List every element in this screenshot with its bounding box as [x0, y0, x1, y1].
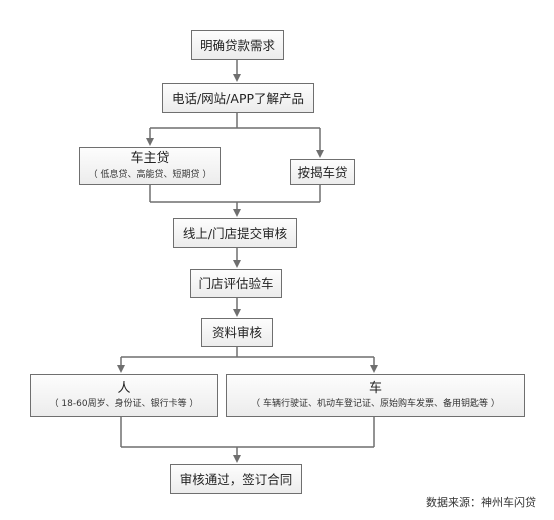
node-learn-product: 电话/网站/APP了解产品 — [162, 83, 314, 113]
node-label: 车 — [368, 380, 382, 396]
node-person-requirements: 人 （ 18-60周岁、身份证、银行卡等 ） — [30, 374, 218, 417]
node-car-requirements: 车 （ 车辆行驶证、机动车登记证、原始购车发票、备用钥匙等 ） — [226, 374, 525, 417]
node-label: 线上/门店提交审核 — [182, 225, 288, 241]
node-document-review: 资料审核 — [201, 318, 273, 347]
node-store-inspection: 门店评估验车 — [190, 269, 282, 298]
node-label: 电话/网站/APP了解产品 — [171, 90, 305, 106]
node-owner-loan: 车主贷 （ 低息贷、高能贷、短期贷 ） — [79, 147, 221, 185]
data-source-note: 数据来源：神州车闪贷 — [426, 496, 536, 509]
node-submit-review: 线上/门店提交审核 — [173, 218, 297, 248]
node-label: 明确贷款需求 — [199, 37, 275, 53]
node-detail: （ 低息贷、高能贷、短期贷 ） — [88, 169, 212, 180]
node-label: 门店评估验车 — [198, 276, 274, 291]
node-detail: （ 车辆行驶证、机动车登记证、原始购车发票、备用钥匙等 ） — [251, 399, 500, 410]
node-label: 审核通过，签订合同 — [179, 471, 293, 487]
node-detail: （ 18-60周岁、身份证、银行卡等 ） — [49, 399, 199, 410]
node-label: 车主贷 — [130, 151, 170, 167]
node-approve-sign: 审核通过，签订合同 — [170, 464, 302, 494]
node-mortgage-loan: 按揭车贷 — [290, 159, 355, 185]
node-label: 人 — [117, 380, 131, 396]
node-label: 资料审核 — [211, 325, 262, 340]
node-clarify-need: 明确贷款需求 — [191, 30, 284, 60]
node-label: 按揭车贷 — [297, 164, 348, 180]
